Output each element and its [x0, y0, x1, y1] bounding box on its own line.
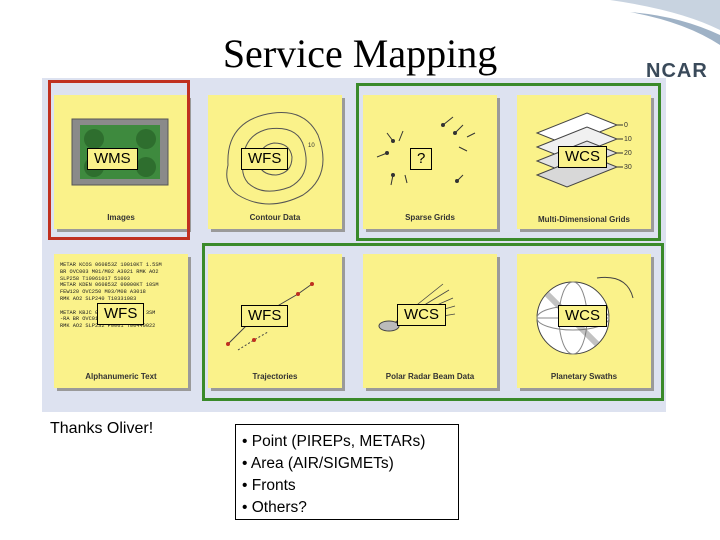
- thanks-text: Thanks Oliver!: [50, 420, 154, 437]
- tile-caption: Planetary Swaths: [550, 372, 618, 381]
- service-label-contour: WFS: [241, 148, 289, 170]
- service-label-images: WMS: [87, 148, 138, 170]
- wms-group-frame: [48, 80, 190, 240]
- page-title: Service Mapping: [222, 31, 498, 76]
- service-label-sparse: ?: [410, 148, 433, 170]
- note-item: • Fronts: [242, 477, 296, 494]
- tile-caption: Alphanumeric Text: [85, 372, 157, 381]
- service-label-text: WFS: [97, 303, 145, 325]
- tile-caption: Images: [107, 213, 135, 222]
- service-label-radar: WCS: [397, 304, 446, 326]
- tile-caption: Multi-Dimensional Grids: [537, 215, 630, 224]
- service-label-swaths: WCS: [558, 305, 607, 327]
- tile-planetary-swaths: Planetary Swaths: [517, 254, 651, 388]
- service-label-trajectories: WFS: [241, 305, 289, 327]
- tile-caption: Contour Data: [249, 213, 301, 222]
- ncar-logo: NCAR: [646, 60, 708, 82]
- grid-level: 30: [624, 164, 632, 171]
- wcs-group-frame-top: [356, 83, 661, 241]
- note-item: • Area (AIR/SIGMETs): [242, 455, 394, 472]
- sparse-grids-illustration: [376, 116, 476, 186]
- tile-caption: Trajectories: [252, 372, 298, 381]
- tile-caption: Sparse Grids: [405, 213, 455, 222]
- contour-illustration: 10: [226, 112, 324, 205]
- svg-text:10: 10: [308, 143, 315, 149]
- logo-swoosh: [610, 0, 720, 45]
- grid-level: 20: [624, 150, 632, 157]
- grid-level: 0: [624, 122, 628, 129]
- grid-level: 10: [624, 136, 632, 143]
- notes-box: • Point (PIREPs, METARs) • Area (AIR/SIG…: [235, 424, 459, 520]
- note-item: • Others?: [242, 499, 307, 516]
- service-label-multigrid: WCS: [558, 146, 607, 168]
- note-item: • Point (PIREPs, METARs): [242, 433, 426, 450]
- tile-caption: Polar Radar Beam Data: [385, 372, 475, 381]
- wfs-wcs-group-frame-bottom: [202, 243, 664, 401]
